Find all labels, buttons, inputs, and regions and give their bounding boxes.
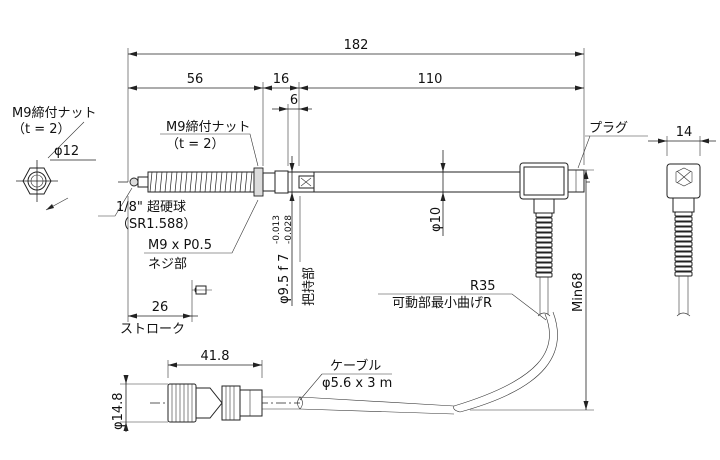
ball-label-line1: 1/8" 超硬球	[116, 200, 186, 215]
grip-tolerance-main: φ9.5 f 7	[277, 254, 292, 304]
stem-diameter-dimension: φ10	[429, 150, 446, 236]
plug-side-view: 14	[648, 125, 716, 317]
connector-diameter-dimension: φ14.8	[111, 375, 168, 432]
plug-callout: プラグ	[577, 121, 648, 169]
ball-label-line2: （SR1.588）	[116, 217, 197, 232]
stem-diameter-value: φ10	[429, 207, 444, 232]
plug-label: プラグ	[589, 121, 628, 136]
grip-tolerance-dimension: φ9.5 f 7 -0.013 -0.028 把持部	[272, 156, 317, 306]
nut-side-label-line1: M9締付ナット	[12, 105, 97, 121]
segment-mid-value: 16	[273, 72, 290, 87]
clamping-nut	[253, 167, 264, 197]
cable-callout: ケーブル φ5.6 x 3 m	[299, 358, 392, 401]
segment-right-value: 110	[418, 72, 443, 87]
probe-stem	[313, 171, 521, 193]
bend-radius-note: 可動部最小曲げR	[392, 296, 492, 311]
segment-dimensions: 56 16 110	[128, 72, 584, 166]
grip-part-label: 把持部	[302, 267, 317, 306]
nut-front-label-line1: M9締付ナット	[166, 119, 251, 135]
overall-length-dimension: 182	[127, 38, 585, 182]
nut-side-label-line2: （t = 2）	[12, 122, 71, 137]
min-height-dimension: Min68	[470, 169, 594, 411]
nut-side-view: M9締付ナット （t = 2） φ12	[12, 105, 97, 211]
grip-tolerance-upper: -0.013	[272, 215, 282, 244]
cable-spec-value: φ5.6 x 3 m	[322, 376, 392, 391]
cable-connector	[150, 383, 455, 423]
thread-lines	[149, 171, 253, 193]
small-6-value: 6	[290, 93, 298, 108]
connector-length-value: 41.8	[201, 349, 230, 364]
overall-length-value: 182	[344, 38, 369, 53]
stroke-label: ストローク	[120, 322, 185, 337]
carbide-ball	[129, 177, 139, 187]
stroke-dimension: 26 ストローク	[120, 196, 212, 337]
small-6-dimension: 6	[272, 93, 312, 166]
ball-callout: 1/8" 超硬球 （SR1.588）	[98, 187, 197, 232]
nut-front-callout: M9締付ナット （t = 2）	[160, 119, 259, 167]
plug-width-value: 14	[676, 125, 693, 140]
thread-label-line1: M9 x P0.5	[148, 238, 212, 253]
strain-relief-coils	[535, 212, 553, 278]
bend-radius-value: R35	[470, 279, 496, 294]
plug-strain-relief	[674, 211, 693, 277]
nut-front-label-line2: （t = 2）	[166, 137, 225, 152]
probe-body	[118, 162, 590, 200]
connector-diameter-value: φ14.8	[111, 392, 126, 430]
nut-diameter-value: φ12	[54, 144, 79, 159]
cable-and-strain-relief	[453, 198, 558, 413]
segment-left-value: 56	[187, 72, 204, 87]
thread-callout: M9 x P0.5 ネジ部	[144, 199, 259, 272]
thread-label-line2: ネジ部	[148, 257, 187, 272]
connector-length-dimension: 41.8	[167, 349, 263, 378]
stroke-value: 26	[152, 300, 169, 315]
grip-tolerance-lower: -0.028	[284, 215, 294, 244]
cable-label: ケーブル	[330, 358, 381, 374]
min-height-value: Min68	[571, 272, 586, 312]
bend-radius-callout: R35 可動部最小曲げR	[378, 279, 547, 321]
